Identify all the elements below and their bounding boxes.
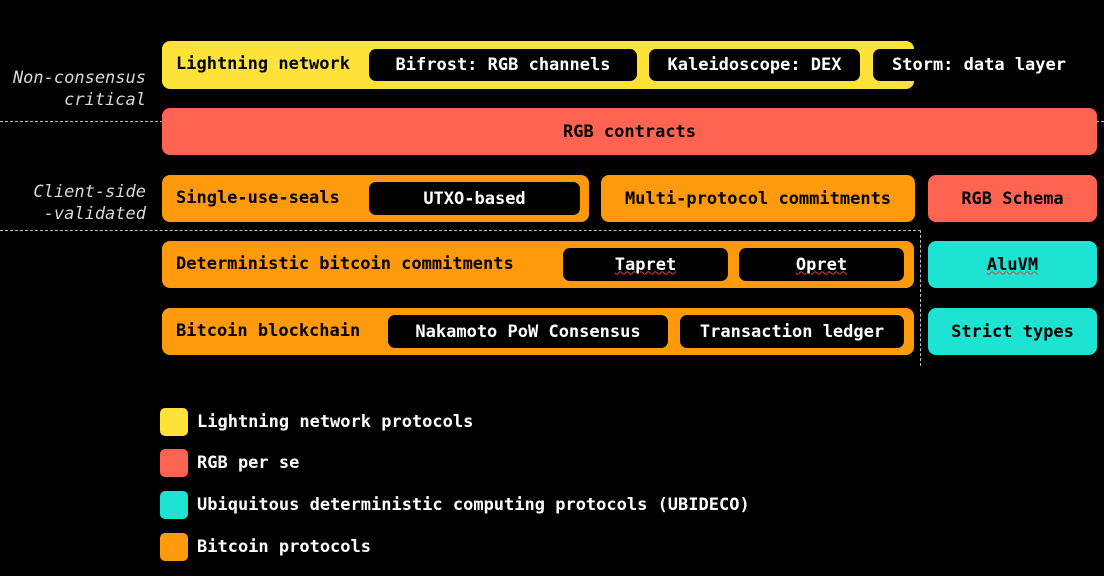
side-note-client-side: Client-side -validated [0,181,146,225]
lightning-network-label: Lightning network [176,54,350,74]
opret-pill: Opret [739,248,904,281]
legend-swatch [160,449,188,477]
rgb-schema-block: RGB Schema [928,175,1097,222]
legend-item-rgb: RGB per se [160,449,299,477]
legend-label: Bitcoin protocols [197,537,371,557]
legend-swatch [160,533,188,561]
legend-swatch [160,408,188,436]
storm-label: Storm: data layer [892,55,1066,75]
multi-protocol-commitments-label: Multi-protocol commitments [624,188,892,209]
side-note-non-consensus: Non-consensus critical [0,67,146,111]
side-note-line: critical [64,90,146,110]
kaleidoscope-pill: Kaleidoscope: DEX [649,49,860,81]
strict-types-block: Strict types [928,308,1097,355]
legend-item-ubideco: Ubiquitous deterministic computing proto… [160,491,750,519]
tapret-pill: Tapret [563,248,728,281]
vertical-divider [920,230,921,366]
strict-types-label: Strict types [951,321,1074,342]
legend-label: Lightning network protocols [197,412,474,432]
legend-item-bitcoin: Bitcoin protocols [160,533,371,561]
single-use-seals-block: Single-use-seals UTXO-based [162,175,589,222]
tapret-label: Tapret [614,254,677,275]
aluvm-block: AluVM [928,241,1097,288]
single-use-seals-label: Single-use-seals [176,188,340,208]
legend-swatch [160,491,188,519]
bitcoin-blockchain-label: Bitcoin blockchain [176,321,361,341]
opret-label: Opret [795,254,848,275]
deterministic-bitcoin-commitments-block: Deterministic bitcoin commitments Tapret… [162,241,914,288]
aluvm-label: AluVM [986,254,1039,275]
bitcoin-blockchain-block: Bitcoin blockchain Nakamoto PoW Consensu… [162,308,914,355]
side-note-line: Client-side [33,182,146,202]
rgb-contracts-block: RGB contracts [162,108,1097,155]
storm-pill-box: Storm: data layer [873,49,1085,81]
legend-label: Ubiquitous deterministic computing proto… [197,495,750,515]
rgb-contracts-label: RGB contracts [562,121,697,142]
side-note-line: Non-consensus [12,68,146,88]
lightning-network-block: Lightning network Bifrost: RGB channels … [162,41,914,89]
nakamoto-consensus-pill: Nakamoto PoW Consensus [388,315,668,348]
legend-label: RGB per se [197,453,300,473]
deterministic-bitcoin-commitments-label: Deterministic bitcoin commitments [176,254,514,274]
multi-protocol-commitments-block: Multi-protocol commitments [601,175,915,222]
side-note-line: -validated [43,204,146,224]
transaction-ledger-pill: Transaction ledger [680,315,904,348]
bifrost-pill: Bifrost: RGB channels [369,49,637,81]
utxo-based-pill: UTXO-based [369,182,580,215]
rgb-schema-label: RGB Schema [961,188,1064,209]
legend-item-lightning: Lightning network protocols [160,408,473,436]
validation-divider [0,230,921,231]
